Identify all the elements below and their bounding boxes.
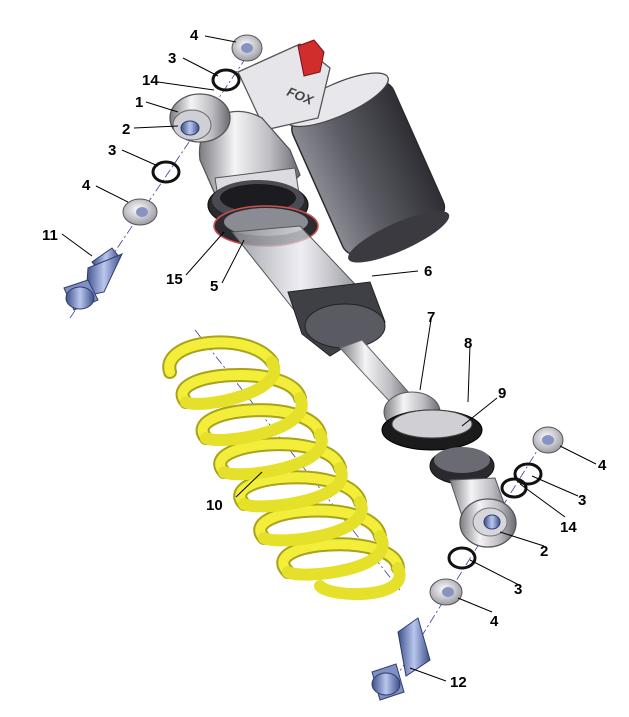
callout-2-top: 2 [122, 121, 130, 138]
callout-3-right: 3 [578, 492, 586, 509]
callout-3-bottom: 3 [514, 581, 522, 598]
lower-bolt [371, 617, 431, 701]
lower-eyelet [449, 477, 517, 548]
callout-14-bottom: 14 [560, 519, 577, 536]
leader-lines [61, 35, 597, 682]
callout-8: 8 [464, 335, 472, 352]
callout-4-bottom: 4 [490, 613, 499, 630]
callout-labels: 4 3 14 1 2 3 4 11 15 5 6 7 8 9 4 3 14 2 … [42, 27, 607, 691]
callout-7: 7 [427, 309, 435, 326]
callout-14-top: 14 [142, 72, 159, 89]
spacer-washers [122, 34, 564, 606]
callout-4-upper-left: 4 [82, 177, 91, 194]
callout-5: 5 [210, 278, 218, 295]
upper-eyelet [169, 93, 231, 143]
callout-11: 11 [42, 227, 58, 244]
lower-spring-seat [381, 409, 483, 451]
callout-6: 6 [424, 263, 432, 280]
coil-spring [162, 335, 406, 601]
callout-1: 1 [135, 94, 143, 111]
callout-9: 9 [498, 385, 506, 402]
transparent-shock-body [231, 225, 386, 357]
red-adjuster-cap [297, 39, 325, 77]
callout-2-bottom: 2 [540, 543, 548, 560]
callout-4-right: 4 [598, 457, 607, 474]
callout-10: 10 [206, 497, 223, 514]
upper-bolt [63, 247, 124, 311]
callout-3-top: 3 [168, 50, 176, 67]
o-rings [151, 68, 543, 570]
callout-3-upper-left: 3 [108, 142, 116, 159]
lower-collar [429, 447, 495, 485]
callout-4-top: 4 [190, 27, 199, 44]
callout-15: 15 [166, 271, 183, 288]
callout-12: 12 [450, 674, 467, 691]
